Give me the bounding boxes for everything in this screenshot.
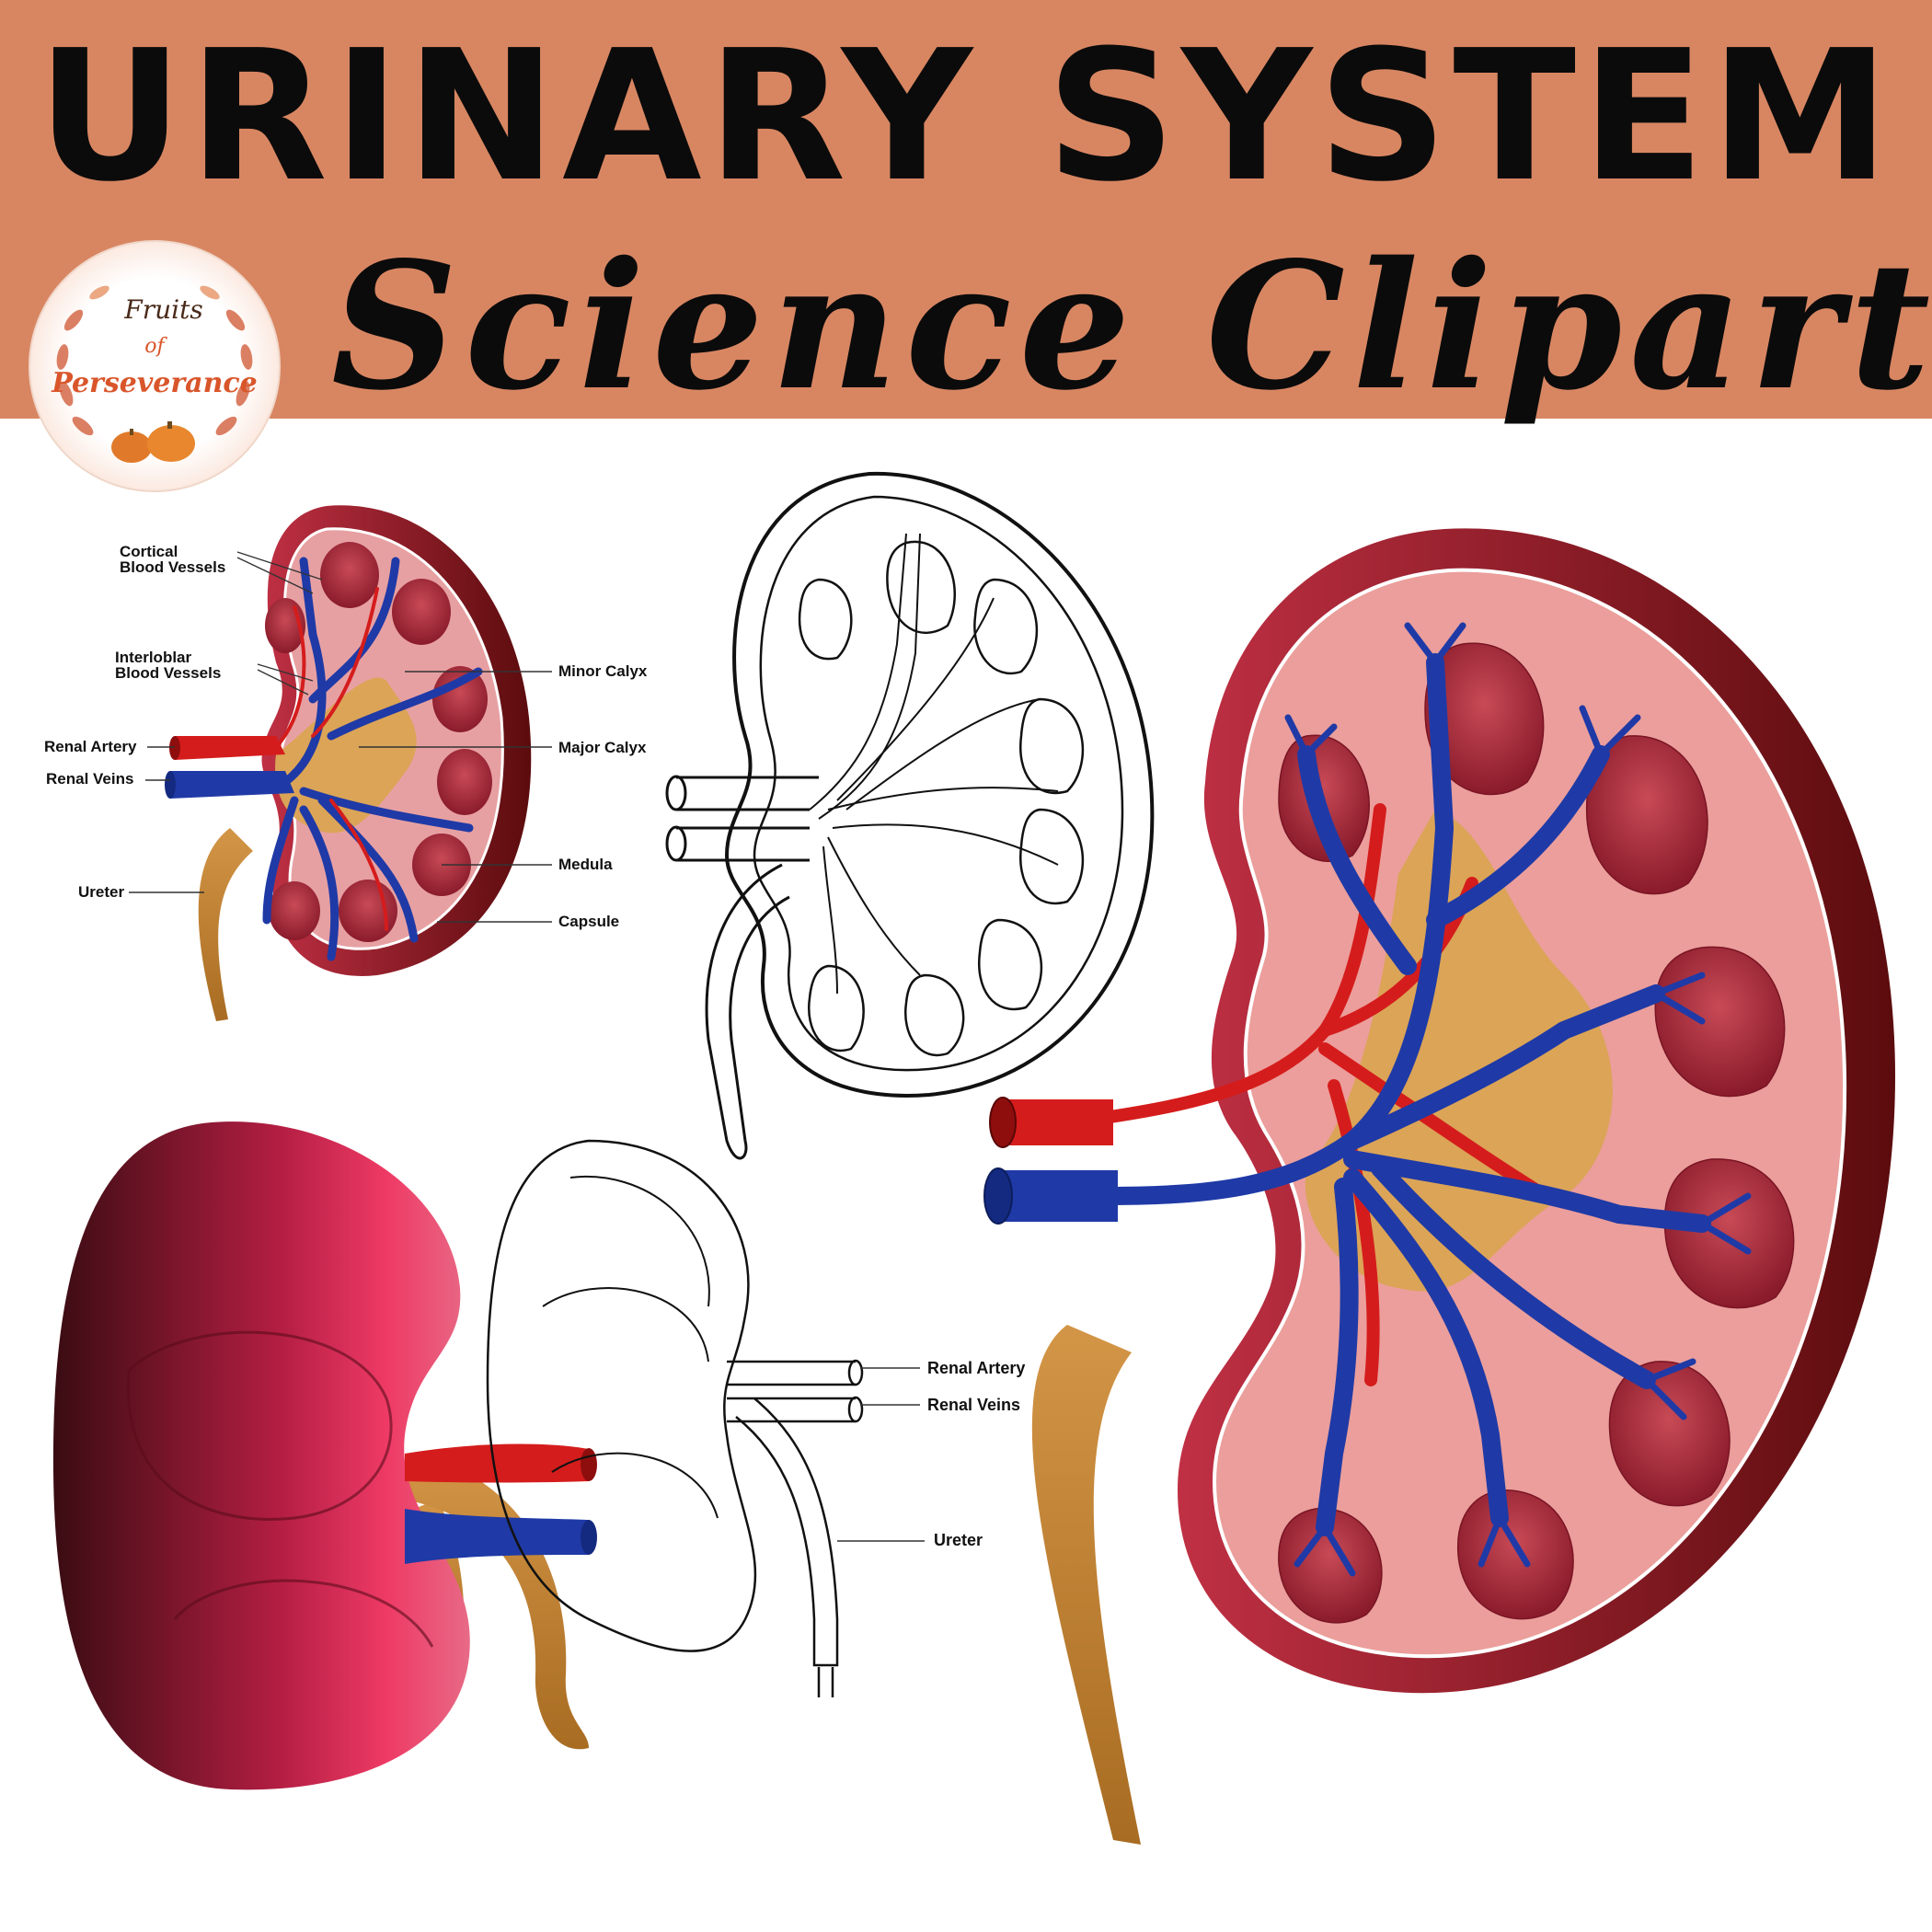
external-renal-vein [405, 1509, 589, 1564]
logo-line2: of [144, 335, 167, 358]
small-ureter [198, 828, 253, 1021]
label-renal-veins-outline: Renal Veins [927, 1396, 1020, 1414]
page-subtitle: Science Clipart [331, 224, 1932, 429]
outline-vessels [809, 533, 1059, 995]
page-title: URINARY SYSTEM [37, 12, 1895, 222]
label-minor-calyx: Minor Calyx [558, 662, 648, 680]
external-kidney-body [52, 1121, 470, 1790]
outline-external-kidney [486, 1139, 864, 1697]
small-kidney-diagram: Cortical Blood Vessels Interloblar Blood… [44, 505, 648, 1021]
logo-line1: Fruits [123, 294, 202, 325]
label-renal-artery-outline: Renal Artery [927, 1359, 1025, 1377]
label-capsule: Capsule [558, 913, 619, 930]
large-ureter [1031, 1325, 1141, 1845]
external-ureter [405, 1454, 589, 1750]
outline-capsule-outer [725, 471, 1155, 1098]
label-cortical-1: Cortical [120, 543, 178, 560]
title-banner [0, 0, 1932, 419]
small-artery-branches [274, 587, 388, 931]
label-medula: Medula [558, 856, 613, 873]
outline-external-body [486, 1139, 757, 1652]
large-kidney-section [983, 528, 1895, 1845]
large-renal-artery [1003, 1099, 1113, 1145]
large-renal-vein [998, 1170, 1118, 1222]
label-cortical-2: Blood Vessels [120, 558, 225, 576]
large-vein-branches [1095, 653, 1711, 1536]
small-renal-artery [175, 736, 285, 760]
label-interlobar-2: Blood Vessels [115, 664, 221, 682]
label-renal-veins-small: Renal Veins [46, 770, 133, 788]
external-kidney [52, 1121, 597, 1790]
label-ureter-outline: Ureter [934, 1531, 983, 1549]
label-interlobar-1: Interloblar [115, 649, 192, 666]
small-renal-vein [170, 771, 294, 799]
pumpkin-icon [111, 421, 195, 463]
brand-logo: Fruits of Perseverance [29, 240, 281, 492]
label-renal-artery-small: Renal Artery [44, 738, 137, 755]
logo-line3: Perseverance [51, 367, 258, 399]
outline-capsule-inner [753, 495, 1124, 1072]
outline-kidney-section [665, 471, 1155, 1160]
external-renal-artery [405, 1443, 589, 1483]
small-vein-branches [262, 557, 483, 961]
label-major-calyx: Major Calyx [558, 739, 647, 756]
logo-wreath-icon [56, 285, 253, 436]
label-ureter-small: Ureter [78, 883, 124, 901]
outline-pyramids [798, 540, 1085, 1057]
large-vein-twigs [1284, 622, 1752, 1577]
